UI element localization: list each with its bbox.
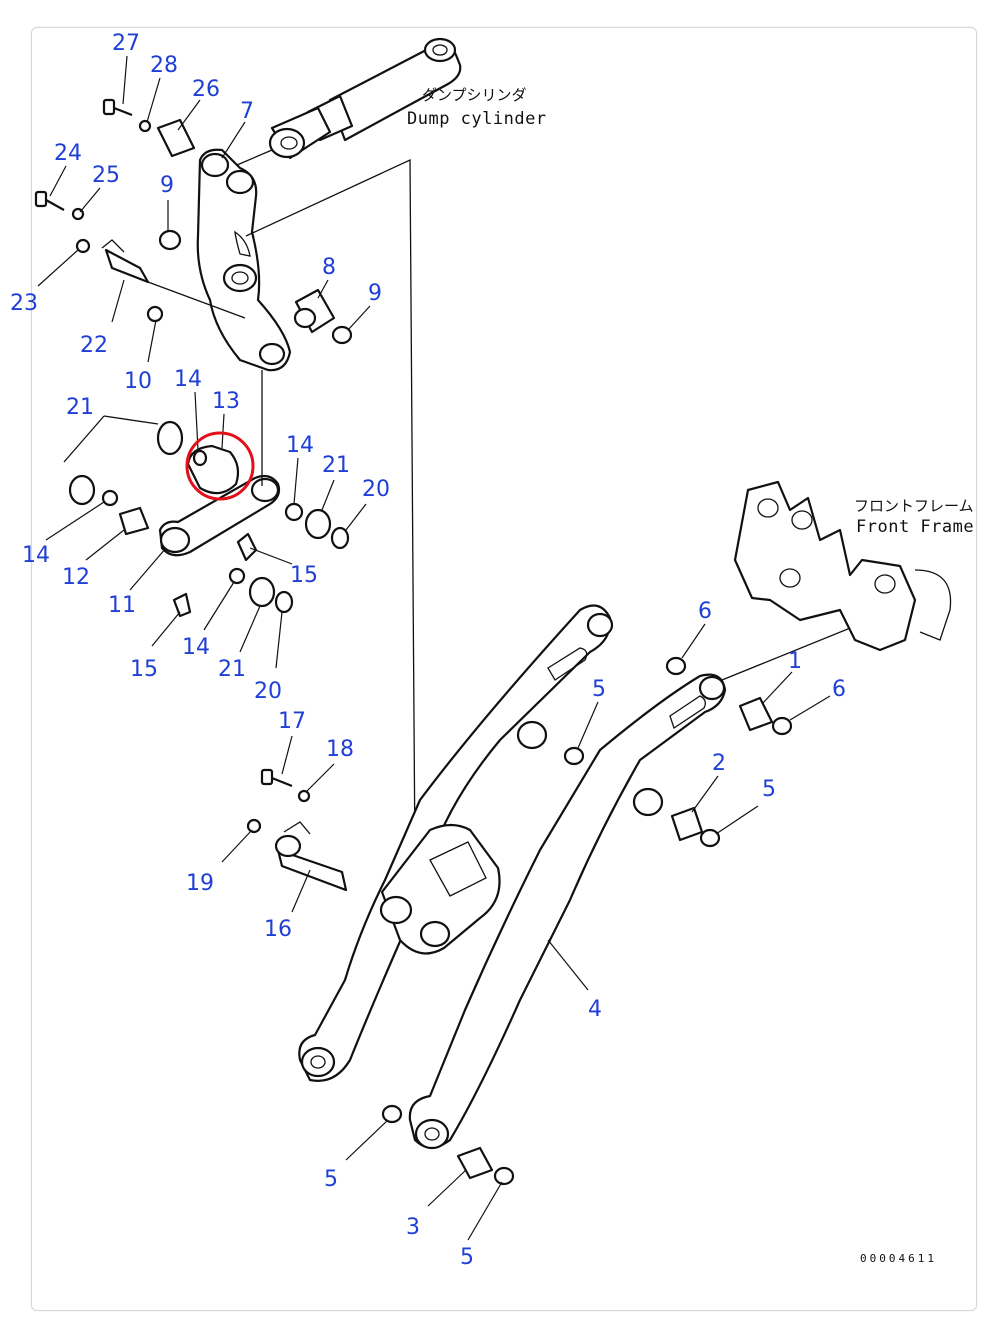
- pin-8: [293, 288, 336, 334]
- callout-6-left: 6: [698, 599, 712, 624]
- callout-16: 16: [264, 917, 292, 942]
- callout-14-right: 14: [286, 433, 314, 458]
- washer-28: [138, 119, 152, 133]
- bolt-27: [102, 98, 133, 117]
- callout-numbers: 27 28 26 7 24 25 9 23 22 8 9 10 14 13 21…: [10, 31, 846, 1270]
- nut-6-left: [665, 656, 687, 676]
- nut-5-upper: [563, 746, 585, 766]
- callout-14-left: 14: [22, 543, 50, 568]
- front-frame-en-label: Front Frame: [856, 517, 974, 537]
- nut-5-mid: [699, 828, 721, 848]
- washer-18: [297, 789, 311, 803]
- ring-21-top: [156, 420, 184, 456]
- callout-5-lower-left: 5: [324, 1167, 338, 1192]
- leader-lines: [37, 55, 831, 1241]
- callout-5-upper: 5: [592, 677, 606, 702]
- callout-17: 17: [278, 709, 306, 734]
- callout-7: 7: [240, 99, 254, 124]
- bushing-1: [738, 696, 774, 732]
- callout-14-bottom: 14: [182, 635, 210, 660]
- callout-26: 26: [192, 77, 220, 102]
- callout-27: 27: [112, 31, 140, 56]
- bolt-24: [34, 190, 65, 211]
- callout-18: 18: [326, 737, 354, 762]
- pin-22: [101, 239, 246, 319]
- callout-21-right: 21: [322, 453, 350, 478]
- front-frame-jp-label: フロントフレーム: [854, 497, 974, 515]
- ring-21-bottom: [248, 576, 276, 608]
- bolt-17: [260, 768, 293, 788]
- diagram-frame: [31, 27, 977, 1311]
- fitting-23: [75, 238, 91, 254]
- front-frame: [733, 480, 952, 652]
- fitting-19: [246, 818, 262, 834]
- callout-22: 22: [80, 333, 108, 358]
- snap-ring-20-bottom: [274, 590, 294, 614]
- callout-25: 25: [92, 163, 120, 188]
- bell-crank: [196, 148, 292, 372]
- nut-9-top: [158, 229, 182, 251]
- callout-6-right: 6: [832, 677, 846, 702]
- callout-9-top: 9: [160, 173, 174, 198]
- grease-fitting-15-a: [236, 532, 258, 562]
- callout-2: 2: [712, 751, 726, 776]
- nut-5-bottom: [493, 1166, 515, 1186]
- dump-cylinder: [229, 37, 462, 169]
- bushing-2: [670, 806, 704, 842]
- callout-21-bottom: 21: [218, 657, 246, 682]
- bushing-12: [118, 506, 150, 536]
- ring-21-left: [68, 474, 96, 506]
- callout-15-bottom: 15: [130, 657, 158, 682]
- callout-4: 4: [588, 997, 602, 1022]
- seal-14-right: [284, 502, 304, 522]
- callout-5-mid: 5: [762, 777, 776, 802]
- callout-20-bottom: 20: [254, 679, 282, 704]
- dump-cylinder-en-label: Dump cylinder: [407, 109, 547, 129]
- callout-3: 3: [406, 1215, 420, 1240]
- callout-11: 11: [108, 593, 136, 618]
- nut-5-lower-left: [381, 1104, 403, 1124]
- centre-line-frame: [721, 619, 871, 681]
- centre-line-main: [245, 158, 416, 861]
- fitting-10: [146, 305, 164, 323]
- snap-ring-20-right: [330, 526, 350, 550]
- ring-21-bracket-b: [103, 415, 159, 425]
- callout-28: 28: [150, 53, 178, 78]
- ring-21-bracket-a: [63, 415, 105, 463]
- callout-5-bottom: 5: [460, 1245, 474, 1270]
- seal-14-bottom: [228, 567, 246, 585]
- callout-19: 19: [186, 871, 214, 896]
- ring-21-right: [304, 508, 332, 540]
- dump-link: [158, 474, 281, 557]
- highlight-part-13: [185, 431, 255, 501]
- grease-fitting-15-b: [172, 592, 192, 618]
- callout-13: 13: [212, 389, 240, 414]
- callout-12: 12: [62, 565, 90, 590]
- callout-20-right: 20: [362, 477, 390, 502]
- callout-15-right: 15: [290, 563, 318, 588]
- callout-1: 1: [788, 649, 802, 674]
- callout-24: 24: [54, 141, 82, 166]
- seal-14-left: [101, 489, 119, 507]
- callout-14-top: 14: [174, 367, 202, 392]
- callout-23: 23: [10, 291, 38, 316]
- callout-21-left: 21: [66, 395, 94, 420]
- drawing-code: 00004611: [860, 1252, 937, 1265]
- plate-26: [156, 118, 196, 158]
- nut-9-right: [331, 325, 353, 345]
- dump-cylinder-jp-label: ダンプシリンダ: [422, 86, 527, 104]
- pin-16: [274, 821, 348, 892]
- nut-6-right: [771, 716, 793, 736]
- callout-10: 10: [124, 369, 152, 394]
- callout-9-right: 9: [368, 281, 382, 306]
- callout-8: 8: [322, 255, 336, 280]
- seal-14-top: [192, 449, 208, 467]
- boom: [298, 604, 727, 1150]
